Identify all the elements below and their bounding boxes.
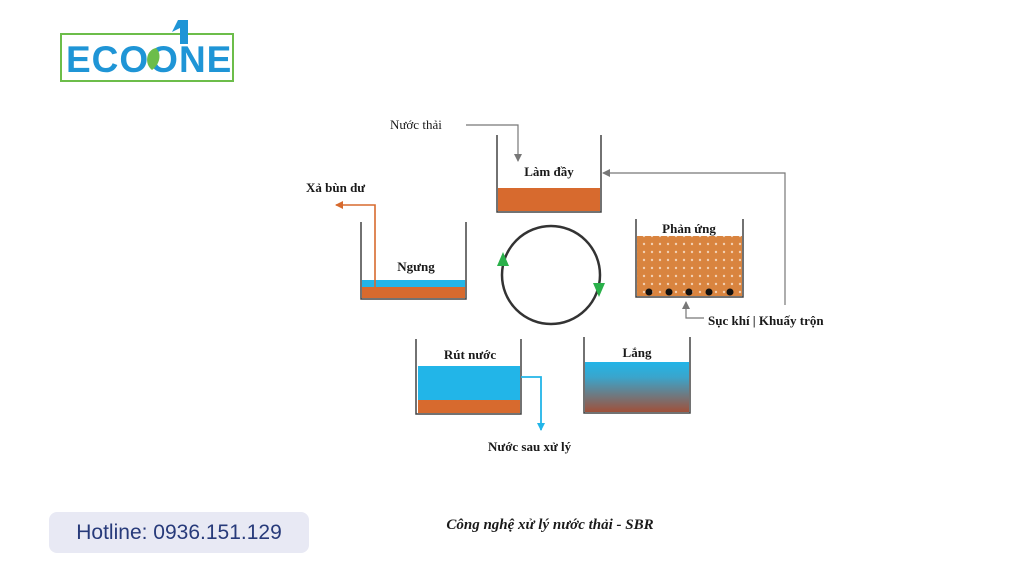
cycle-arrow-left-icon	[497, 252, 509, 266]
stage-label-settle: Lắng	[623, 345, 652, 360]
stage-label-idle: Ngưng	[397, 259, 435, 274]
diffuser-icon	[645, 288, 653, 296]
hotline-badge[interactable]: Hotline: 0936.151.129	[49, 512, 309, 553]
diffuser-icon	[705, 288, 713, 296]
cycle-arrow-right-icon	[593, 283, 605, 297]
effluent-label: Nước sau xử lý	[488, 439, 572, 454]
diffuser-icon	[685, 288, 693, 296]
tank-idle: Ngưng	[360, 222, 467, 300]
water-layer	[418, 366, 520, 400]
inflow-arrow	[466, 124, 522, 162]
tank-react: Phản ứng	[635, 219, 744, 298]
diffuser-icon	[726, 288, 734, 296]
stage-label-react: Phản ứng	[662, 221, 716, 236]
sludge-layer	[362, 287, 465, 298]
stage-label-draw: Rút nước	[444, 347, 496, 362]
logo-frame	[60, 33, 234, 82]
settling-gradient	[585, 362, 689, 412]
numeral-one-icon	[172, 20, 188, 44]
aeration-arrow	[682, 301, 704, 319]
tank-draw: Rút nước	[415, 339, 522, 415]
diffuser-icon	[665, 288, 673, 296]
sludge-waste-label: Xả bùn dư	[306, 180, 365, 195]
water-layer	[362, 280, 465, 287]
bubble-pattern	[637, 236, 742, 296]
tank-settle: Lắng	[583, 337, 691, 414]
diffuser-row	[645, 288, 734, 296]
recycle-arrow	[602, 169, 786, 305]
effluent-arrow	[521, 376, 545, 431]
sludge-waste-arrow	[335, 201, 376, 292]
ecoone-logo: ECOONE	[60, 20, 234, 82]
tank-fill: Làm đầy	[496, 135, 602, 213]
diagram-caption: Công nghệ xử lý nước thải - SBR	[446, 517, 654, 533]
sludge-layer	[498, 188, 600, 211]
aeration-label: Sục khí | Khuấy trộn	[708, 313, 824, 328]
sludge-layer	[418, 400, 520, 413]
inflow-label: Nước thải	[390, 117, 442, 132]
stage-label-fill: Làm đầy	[524, 164, 574, 179]
leaf-icon	[147, 48, 160, 70]
cycle-indicator	[497, 224, 605, 326]
